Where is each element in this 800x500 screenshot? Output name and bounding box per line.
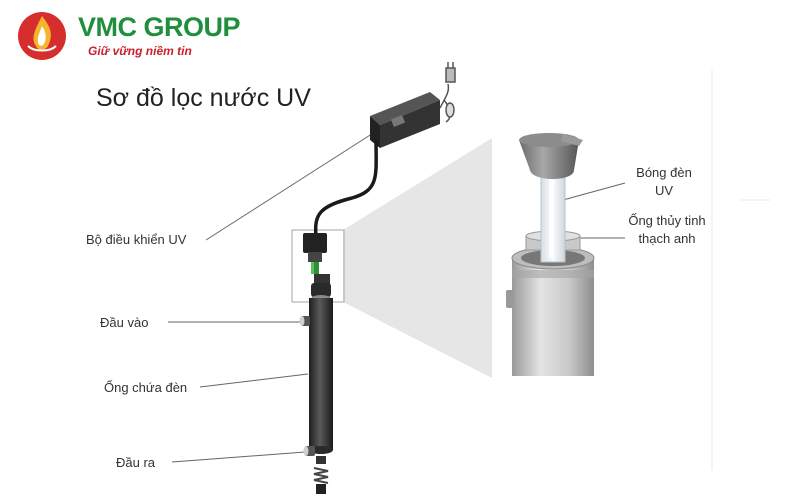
magnification-cone <box>343 138 492 378</box>
brand-name: VMC GROUP <box>78 12 241 42</box>
leader-lines <box>168 129 626 463</box>
controller-cable <box>313 139 378 237</box>
label-quartz-sleeve: Ống thủy tinh thạch anh <box>614 212 720 248</box>
power-plug-icon <box>439 62 456 123</box>
label-uv-bulb-line2: UV <box>654 183 674 198</box>
lamp-chamber-tube <box>299 274 333 494</box>
label-controller: Bộ điều khiển UV <box>86 232 187 247</box>
background-marks <box>711 70 770 470</box>
uv-controller <box>370 92 440 148</box>
label-quartz-line2: thạch anh <box>638 231 696 246</box>
zoom-detail <box>506 133 595 376</box>
label-uv-bulb: Bóng đèn UV <box>622 164 706 200</box>
label-uv-bulb-line1: Bóng đèn <box>636 165 692 180</box>
label-quartz-line1: Ống thủy tinh <box>628 213 706 228</box>
diagram-title: Sơ đồ lọc nước UV <box>96 84 311 112</box>
label-outlet: Đầu ra <box>116 455 156 470</box>
label-inlet: Đầu vào <box>100 315 149 330</box>
label-lamp-chamber: Ống chứa đèn <box>104 380 188 395</box>
brand-tagline: Giữ vững niềm tin <box>88 44 192 58</box>
logo-flame-icon <box>18 12 66 60</box>
uv-sensor-connector <box>303 233 327 274</box>
